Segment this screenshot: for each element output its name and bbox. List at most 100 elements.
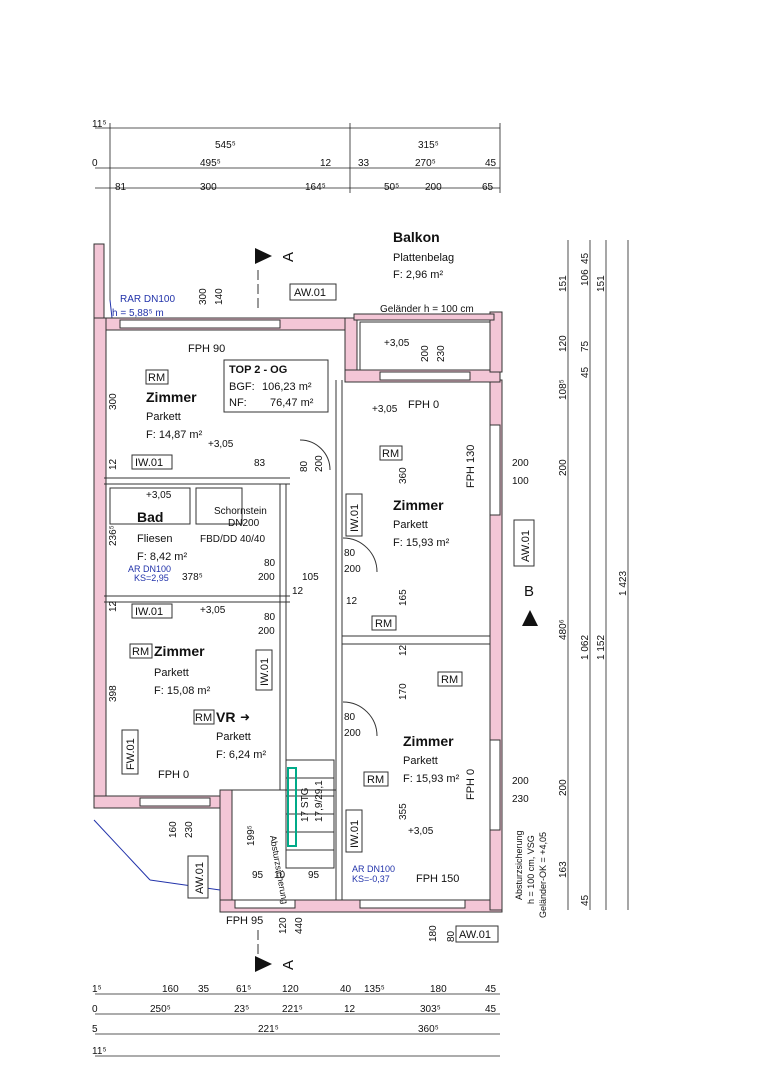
d-bad-b: 200 (258, 572, 275, 583)
z4-165: 165 (398, 589, 409, 606)
level: +3,05 (208, 439, 234, 450)
d-z4-b: 200 (344, 564, 361, 575)
room-area: F: 6,24 m² (216, 749, 266, 761)
db-1h: 180 (430, 984, 447, 995)
fph-0-bottom: FPH 0 (158, 769, 189, 781)
iw01-tag-2: IW.01 (135, 606, 163, 618)
dim-top-2e: 270⁵ (415, 158, 436, 169)
rm-tag-z6a: RM (441, 674, 458, 686)
d-bad-a: 80 (264, 558, 276, 569)
bad-12: 12 (108, 600, 119, 612)
room-area: F: 15,93 m² (403, 773, 460, 785)
ar-bottom-2: KS=-0,37 (352, 874, 390, 884)
section-mark-b: B (522, 583, 538, 626)
rd-108: 108⁵ (558, 379, 569, 400)
level-balk: +3,05 (384, 338, 410, 349)
z3-height: 398 (108, 685, 119, 702)
rar-line2: h = 5,88⁵ m (112, 308, 164, 319)
section-a-bottom-label: A (280, 960, 297, 970)
fph-0: FPH 0 (408, 399, 439, 411)
room-name: Zimmer (393, 497, 444, 513)
db-2d: 221⁵ (282, 1004, 303, 1015)
dim-top-2b: 495⁵ (200, 158, 221, 169)
dim-top-2a: 0 (92, 158, 98, 169)
room-name: VR (216, 709, 235, 725)
z6-170: 170 (398, 683, 409, 700)
chimney-fbd: FBD/DD 40/40 (200, 534, 265, 545)
db-2e: 12 (344, 1004, 356, 1015)
db-1c: 35 (198, 984, 210, 995)
dim-top-2f: 45 (485, 158, 497, 169)
rd-45c: 45 (580, 252, 591, 264)
dim-top-1b: 315⁵ (418, 140, 439, 151)
dim-top-3d: 50⁵ (384, 182, 399, 193)
w1-b: 140 (214, 288, 225, 305)
room-name: Zimmer (146, 389, 197, 405)
aw01-left-tag: AW.01 (194, 862, 206, 894)
dim-top-3e: 200 (425, 182, 442, 193)
bgf-label: BGF: (229, 381, 255, 393)
aw01-bottom-tag: AW.01 (459, 929, 491, 941)
room-floor: Parkett (216, 731, 251, 743)
z4-360: 360 (398, 467, 409, 484)
st-95b: 95 (308, 870, 320, 881)
vr-arrow: ➜ (240, 710, 250, 724)
bottom-dimension-chains: 1⁵ 160 35 61⁵ 120 40 135⁵ 180 45 0 250⁵ … (92, 984, 500, 1057)
d-z3-b: 200 (258, 626, 275, 637)
guard-right-1: Absturzsicherung (514, 830, 524, 900)
right-dimension-chains: 151 106 120 75 45 108⁵ 200 480⁶ 200 163 … (558, 240, 629, 910)
d-z4-a: 80 (344, 548, 356, 559)
rm-tag-z6b: RM (367, 774, 384, 786)
rm-tag-vr: RM (195, 712, 212, 724)
rm-tag: RM (148, 372, 165, 384)
ent-a: 180 (428, 925, 439, 942)
db-2g: 45 (485, 1004, 497, 1015)
db-2f: 303⁵ (420, 1004, 441, 1015)
vr-12a: 12 (292, 586, 304, 597)
rd-1152: 1 152 (596, 635, 607, 660)
bad-378: 378⁵ (182, 572, 203, 583)
room-floor: Parkett (393, 519, 428, 531)
rd-120: 120 (558, 335, 569, 352)
top-dimension-chains: 11⁵ 545⁵ 315⁵ 0 495⁵ 12 33 270⁵ 45 81 30… (92, 119, 501, 300)
room-name: Zimmer (154, 643, 205, 659)
d-z6-b: 200 (344, 728, 361, 739)
room-area: F: 15,08 m² (154, 685, 211, 697)
nf-value: 76,47 m² (270, 397, 314, 409)
balk-b: 230 (436, 345, 447, 362)
db-2b: 250⁵ (150, 1004, 171, 1015)
chimney-dn: DN200 (228, 518, 260, 529)
db-1e: 120 (282, 984, 299, 995)
stair-w-a: 120 (278, 917, 289, 934)
r2-b: 230 (512, 794, 529, 805)
r1-b: 100 (512, 476, 529, 487)
top-title: TOP 2 - OG (229, 364, 287, 376)
nf-label: NF: (229, 397, 247, 409)
d-z1-a: 80 (299, 460, 310, 472)
stair-ratio: 17,9/29,1 (314, 780, 325, 822)
fph-95: FPH 95 (226, 915, 263, 927)
rm-tag-z4b: RM (375, 618, 392, 630)
chimney-name: Schornstein (214, 506, 267, 517)
ar-bad-1: AR DN100 (128, 564, 171, 574)
dim-top-3a: 81 (115, 182, 127, 193)
r2-a: 200 (512, 776, 529, 787)
room-area: F: 15,93 m² (393, 537, 450, 549)
bad-height: 236⁵ (108, 525, 119, 546)
db-left-mark: 11⁵ (92, 1046, 107, 1057)
bgf-value: 106,23 m² (262, 381, 312, 393)
rar-line1: RAR DN100 (120, 294, 175, 305)
room-floor: Fliesen (137, 533, 172, 545)
db-3a: 5 (92, 1024, 98, 1035)
z1-height: 300 (108, 393, 119, 410)
balkon-floor: Plattenbelag (393, 252, 454, 264)
rd-151: 151 (558, 275, 569, 292)
rm-tag-z4: RM (382, 448, 399, 460)
walls (93, 243, 503, 913)
rd-1423: 1 423 (618, 571, 629, 596)
db-1b: 160 (162, 984, 179, 995)
fw01-tag: FW.01 (125, 738, 137, 770)
room-area: F: 8,42 m² (137, 551, 187, 563)
iw01-z4-tag: IW.01 (349, 504, 361, 532)
dim-top-3c: 164⁵ (305, 182, 326, 193)
